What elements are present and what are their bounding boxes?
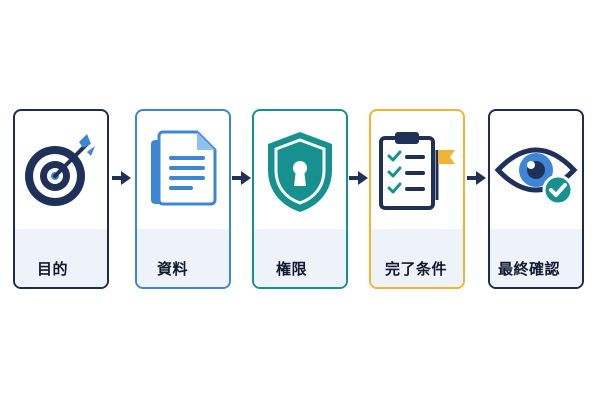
label-band	[15, 229, 107, 287]
shield-lock-icon	[254, 129, 346, 215]
eye-check-icon	[490, 129, 582, 215]
label-band	[371, 229, 463, 287]
step-card-1: 目的	[13, 109, 109, 289]
step-card-2: 資料	[135, 109, 231, 289]
target-icon	[15, 129, 107, 215]
arrow-right-icon	[232, 171, 251, 185]
label-band	[137, 229, 229, 287]
step-label: 資料	[157, 260, 189, 278]
step-card-5: 最終確認	[488, 109, 584, 289]
step-label: 目的	[37, 260, 69, 278]
arrow-right-icon	[467, 171, 486, 185]
arrow-right-icon	[349, 171, 368, 185]
arrow-right-icon	[112, 171, 131, 185]
clipboard-checklist-flag-icon	[371, 129, 463, 215]
label-band	[490, 229, 582, 287]
label-band	[254, 229, 346, 287]
step-card-3: 権限	[252, 109, 348, 289]
step-label: 権限	[276, 260, 308, 278]
step-card-4: 完了条件	[369, 109, 465, 289]
documents-icon	[137, 129, 229, 215]
step-label: 最終確認	[498, 260, 561, 278]
step-label: 完了条件	[385, 260, 448, 278]
